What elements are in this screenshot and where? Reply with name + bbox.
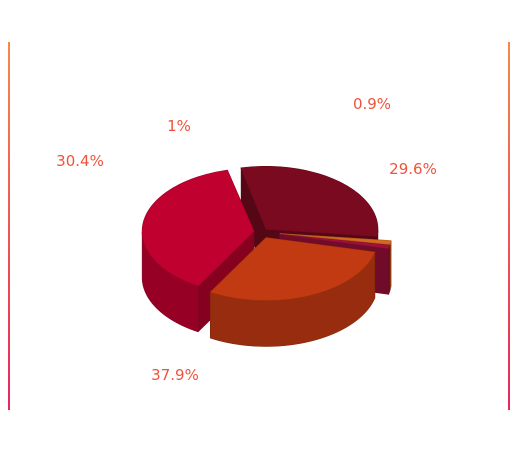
pie-labels: 30.4% 1% 0.9% 29.6% 37.9% [56,95,437,384]
slice-1-side [389,240,392,291]
slice-37-9-top [141,169,255,287]
slice-label-1: 1% [167,117,191,135]
slice-30-4-top [240,166,379,237]
slice-29-6 [209,237,376,347]
slice-0-9-top [279,233,391,249]
slice-29-6-top [209,237,376,301]
frame-right-line [508,42,510,410]
slice-label-29-6: 29.6% [389,160,437,178]
pie-slices [141,166,392,347]
slice-label-30-4: 30.4% [56,152,104,170]
slice-label-37-9: 37.9% [151,366,199,384]
slice-1-top [279,233,392,245]
slice-0-9-side [388,245,391,296]
frame-left-line [8,42,10,410]
slice-label-0-9: 0.9% [353,95,391,113]
